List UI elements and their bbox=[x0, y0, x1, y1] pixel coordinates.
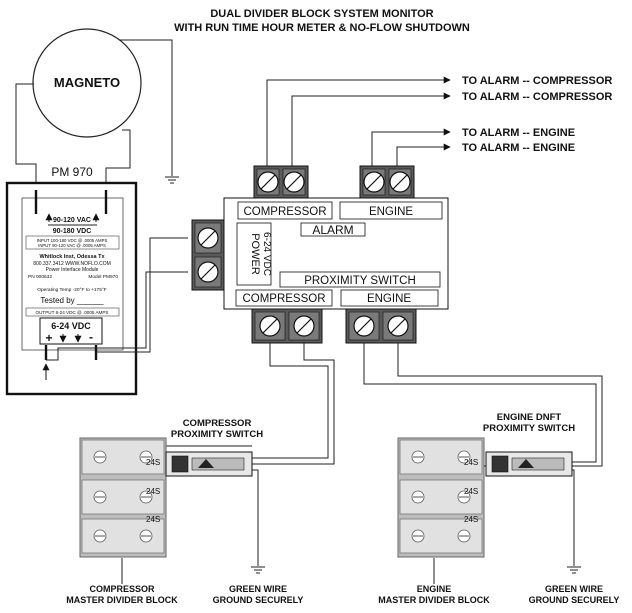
monitor-engine-bottom: ENGINE bbox=[367, 293, 411, 305]
monitor-compressor-bottom: COMPRESSOR bbox=[242, 293, 325, 305]
engine-switch-label-1: ENGINE DNFT bbox=[497, 412, 562, 423]
engine-block-mark-2: 24S bbox=[464, 487, 478, 496]
compressor-block-caption-1: COMPRESSOR bbox=[89, 584, 155, 594]
pm970-plus: + bbox=[45, 331, 52, 345]
engine-divider-block: 24S 24S 24S bbox=[397, 437, 485, 558]
terminal-block-proximity-engine bbox=[345, 308, 417, 344]
pm970-company: Whitlock Inst, Odessa Tx bbox=[39, 254, 105, 260]
pm970-out-voltage: 6-24 VDC bbox=[51, 321, 91, 331]
engine-ground-label-1: GREEN WIRE bbox=[545, 584, 603, 594]
pm970-tested: Tested by ______ bbox=[40, 296, 104, 305]
terminal-block-power bbox=[191, 219, 225, 291]
engine-block-mark-1: 24S bbox=[464, 458, 478, 467]
engine-switch-label-2: PROXIMITY SWITCH bbox=[483, 423, 575, 434]
compressor-proximity-switch bbox=[165, 451, 253, 477]
compressor-switch-label-2: PROXIMITY SWITCH bbox=[171, 429, 263, 440]
magneto-label: MAGNETO bbox=[54, 75, 120, 90]
pm970-phone: 800.337.3412 WWW.NOFLO.COM bbox=[33, 261, 111, 267]
monitor-proximity: PROXIMITY SWITCH bbox=[304, 275, 416, 287]
engine-proximity-switch bbox=[485, 451, 573, 477]
pm970-output: OUTPUT 6-24 VDC @ .0005 AMPS bbox=[36, 310, 109, 315]
pm970-output-wiring bbox=[42, 237, 188, 380]
ground-symbol-compressor bbox=[251, 566, 265, 574]
pm970-input2: INPUT 90-120 VAC @ .0005 AMPS bbox=[38, 243, 106, 248]
diagram-title-line1: DUAL DIVIDER BLOCK SYSTEM MONITOR bbox=[210, 8, 433, 20]
compressor-divider-block: 24S 24S 24S bbox=[79, 437, 167, 558]
pm970-vac: 90-120 VAC bbox=[53, 217, 91, 224]
pm970-module: 90-120 VAC 90-180 VDC INPUT 100-180 VDC … bbox=[5, 181, 138, 396]
pm970-vdc: 90-180 VDC bbox=[53, 228, 92, 235]
monitor-engine-top: ENGINE bbox=[369, 206, 413, 218]
magneto: MAGNETO bbox=[32, 28, 142, 138]
compressor-ground-label-1: GREEN WIRE bbox=[229, 584, 287, 594]
alarm-compressor-1: TO ALARM -- COMPRESSOR bbox=[462, 75, 612, 87]
compressor-block-mark-2: 24S bbox=[146, 487, 160, 496]
engine-block-caption-1: ENGINE bbox=[417, 584, 452, 594]
pm970-module-name: Power Interface Module bbox=[46, 267, 99, 273]
alarm-engine-1: TO ALARM -- ENGINE bbox=[462, 127, 575, 139]
ground-symbol-magneto bbox=[165, 176, 179, 184]
terminal-block-alarm-engine bbox=[359, 165, 415, 199]
terminal-block-alarm-compressor bbox=[253, 165, 309, 199]
monitor-power-voltage: 6-24 VDC bbox=[261, 232, 272, 276]
compressor-switch-label-1: COMPRESSOR bbox=[183, 418, 252, 429]
pm970-model: Model PM970 bbox=[88, 274, 118, 280]
compressor-ground-label-2: GROUND SECURELY bbox=[213, 595, 304, 605]
engine-block-caption-2: MASTER DIVIDER BLOCK bbox=[378, 595, 490, 605]
monitor-unit: COMPRESSOR ENGINE ALARM POWER 6-24 VDC P… bbox=[223, 197, 449, 310]
engine-block-mark-3: 24S bbox=[464, 515, 478, 524]
alarm-wiring bbox=[266, 76, 451, 168]
monitor-alarm: ALARM bbox=[312, 223, 353, 237]
compressor-block-mark-3: 24S bbox=[146, 515, 160, 524]
pm970-input1: INPUT 100-180 VDC @ .0005 AMPS bbox=[37, 238, 108, 243]
magneto-wiring bbox=[15, 39, 173, 190]
monitor-compressor-top: COMPRESSOR bbox=[243, 206, 326, 218]
engine-ground-label-2: GROUND SECURELY bbox=[529, 595, 620, 605]
compressor-block-caption-2: MASTER DIVIDER BLOCK bbox=[66, 595, 178, 605]
diagram-title-line2: WITH RUN TIME HOUR METER & NO-FLOW SHUTD… bbox=[174, 22, 470, 34]
pm970-label: PM 970 bbox=[51, 165, 93, 179]
alarm-compressor-2: TO ALARM -- COMPRESSOR bbox=[462, 91, 612, 103]
alarm-engine-2: TO ALARM -- ENGINE bbox=[462, 142, 575, 154]
ground-symbol-engine bbox=[567, 566, 581, 574]
pm970-minus: - bbox=[89, 330, 93, 344]
pm970-pn: PN 000632 bbox=[28, 274, 52, 280]
pm970-temp: Operating Temp -20°F to +175°F bbox=[37, 287, 107, 293]
monitor-power: POWER bbox=[249, 233, 261, 275]
compressor-block-mark-1: 24S bbox=[146, 458, 160, 467]
terminal-block-proximity-compressor bbox=[251, 308, 323, 344]
